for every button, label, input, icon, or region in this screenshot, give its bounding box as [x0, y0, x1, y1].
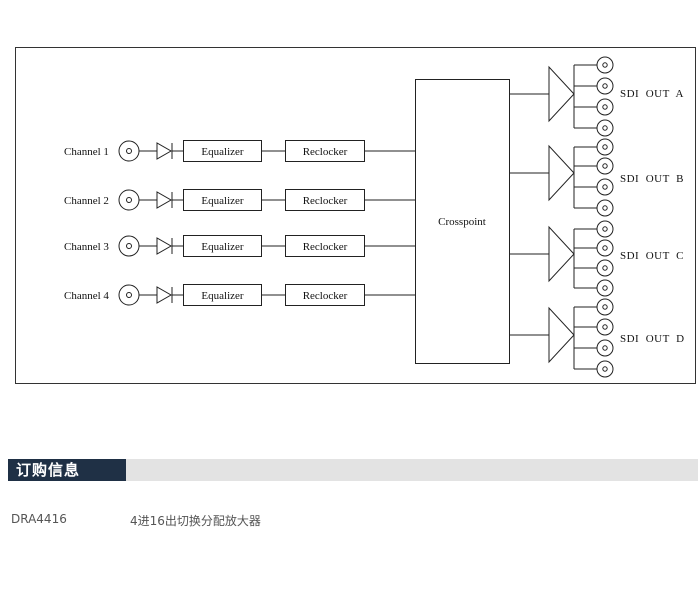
equalizer-box: [183, 235, 262, 257]
diagram-frame: [15, 47, 696, 384]
bnc-output-icon: [596, 239, 614, 257]
bnc-pin-icon: [602, 245, 608, 251]
bnc-pin-icon: [602, 366, 608, 372]
reclocker-label: Reclocker: [303, 146, 348, 158]
bnc-output-icon: [596, 199, 614, 217]
input-channel: Channel 3 Equalizer Reclocker: [64, 235, 415, 257]
equalizer-box: [183, 189, 262, 211]
output-group: SDI OUT D: [510, 298, 685, 378]
reclocker-label: Reclocker: [303, 195, 348, 207]
input-channel: Channel 4 Equalizer Reclocker: [64, 284, 415, 306]
output-group: SDI OUT C: [510, 220, 684, 297]
reclocker-box: [285, 189, 365, 211]
crosspoint-block: Crosspoint: [415, 79, 510, 364]
sdi-output-label: SDI OUT C: [620, 250, 684, 262]
reclocker-box: [285, 284, 365, 306]
bnc-output-icon: [596, 298, 614, 316]
diode-icon: [156, 286, 173, 304]
bnc-output-icon: [596, 360, 614, 378]
bnc-output-icon: [596, 220, 614, 238]
equalizer-box: [183, 140, 262, 162]
order-description: 4进16出切换分配放大器: [130, 514, 261, 528]
equalizer-label: Equalizer: [201, 241, 243, 253]
bnc-pin-icon: [602, 265, 608, 271]
bnc-pin-icon: [602, 104, 608, 110]
amplifier-icon: [548, 306, 575, 364]
channel-label: Channel 3: [64, 241, 109, 253]
reclocker-label: Reclocker: [303, 290, 348, 302]
bnc-pin-icon: [602, 304, 608, 310]
bnc-output-icon: [596, 259, 614, 277]
bnc-pin-icon: [602, 144, 608, 150]
bnc-pin-icon: [126, 148, 132, 154]
equalizer-label: Equalizer: [201, 195, 243, 207]
bnc-output-icon: [596, 157, 614, 175]
equalizer-label: Equalizer: [201, 146, 243, 158]
bnc-output-icon: [596, 77, 614, 95]
output-groups: SDI OUT A SDI OUT B SDI OUT C SDI OUT D: [510, 56, 685, 378]
amplifier-icon: [548, 144, 575, 202]
bnc-input-icon: [118, 189, 140, 211]
bnc-pin-icon: [602, 163, 608, 169]
amplifier-icon: [548, 225, 575, 283]
ordering-header: 订购信息: [8, 459, 698, 481]
bnc-output-icon: [596, 279, 614, 297]
bnc-pin-icon: [126, 197, 132, 203]
bnc-pin-icon: [602, 125, 608, 131]
bnc-pin-icon: [602, 184, 608, 190]
ordering-title: 订购信息: [8, 459, 126, 481]
bnc-output-icon: [596, 318, 614, 336]
bnc-pin-icon: [126, 243, 132, 249]
bnc-output-icon: [596, 178, 614, 196]
bnc-pin-icon: [602, 324, 608, 330]
channel-label: Channel 1: [64, 146, 109, 158]
diode-icon: [156, 191, 173, 209]
diode-icon: [156, 142, 173, 160]
sdi-output-label: SDI OUT D: [620, 333, 685, 345]
reclocker-box: [285, 140, 365, 162]
bnc-pin-icon: [126, 292, 132, 298]
bnc-pin-icon: [602, 345, 608, 351]
equalizer-box: [183, 284, 262, 306]
crosspoint-label: Crosspoint: [438, 216, 486, 228]
bnc-pin-icon: [602, 205, 608, 211]
bnc-pin-icon: [602, 285, 608, 291]
crosspoint-box: [415, 79, 510, 364]
equalizer-label: Equalizer: [201, 290, 243, 302]
bnc-pin-icon: [602, 226, 608, 232]
bnc-input-icon: [118, 235, 140, 257]
input-channel: Channel 1 Equalizer Reclocker: [64, 140, 415, 162]
order-code: DRA4416: [11, 512, 67, 526]
channel-label: Channel 2: [64, 195, 109, 207]
reclocker-label: Reclocker: [303, 241, 348, 253]
output-group: SDI OUT A: [510, 56, 684, 137]
bnc-pin-icon: [602, 83, 608, 89]
bnc-input-icon: [118, 284, 140, 306]
input-channel: Channel 2 Equalizer Reclocker: [64, 189, 415, 211]
bnc-output-icon: [596, 339, 614, 357]
bnc-output-icon: [596, 138, 614, 156]
bnc-input-icon: [118, 140, 140, 162]
bnc-output-icon: [596, 119, 614, 137]
sdi-output-label: SDI OUT A: [620, 88, 684, 100]
diode-icon: [156, 237, 173, 255]
amplifier-icon: [548, 65, 575, 123]
channel-label: Channel 4: [64, 290, 109, 302]
bnc-output-icon: [596, 98, 614, 116]
sdi-output-label: SDI OUT B: [620, 173, 684, 185]
reclocker-box: [285, 235, 365, 257]
output-group: SDI OUT B: [510, 138, 684, 217]
bnc-output-icon: [596, 56, 614, 74]
bnc-pin-icon: [602, 62, 608, 68]
